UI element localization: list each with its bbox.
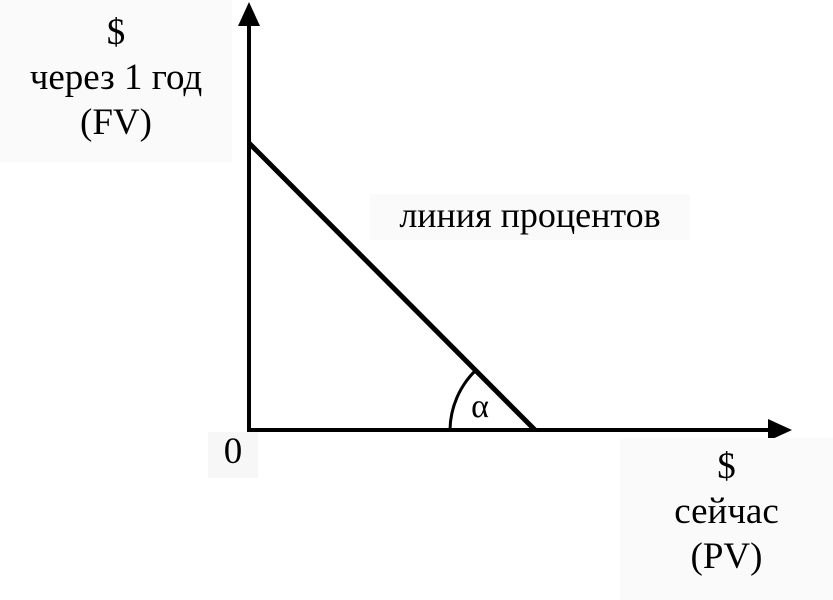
interest-line-label: линия процентов — [370, 194, 690, 240]
x-axis-arrow — [768, 419, 792, 441]
angle-label: α — [471, 388, 489, 425]
origin-label: 0 — [208, 432, 258, 478]
y-axis-arrow — [238, 2, 260, 26]
x-axis-symbol: $ — [717, 446, 736, 487]
interest-line — [247, 141, 537, 432]
x-axis-abbr: (PV) — [690, 536, 763, 577]
x-axis-title: сейчас — [674, 491, 779, 532]
y-axis-symbol: $ — [106, 12, 126, 53]
y-axis-label: $ через 1 год (FV) — [0, 0, 232, 162]
x-axis-label: $ сейчас (PV) — [620, 438, 833, 600]
y-axis-abbr: (FV) — [80, 102, 152, 143]
angle-arc — [448, 368, 478, 431]
y-axis-title: через 1 год — [29, 57, 203, 98]
